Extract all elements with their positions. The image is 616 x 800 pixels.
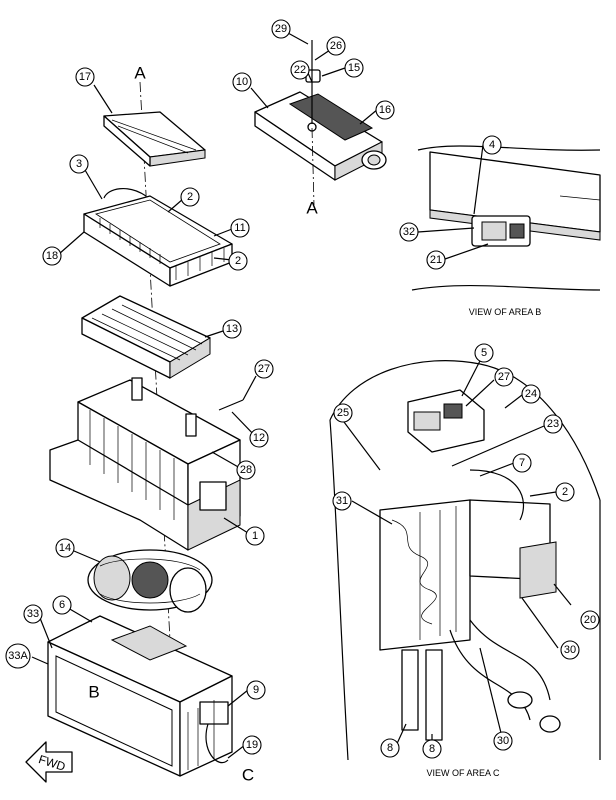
callout-27-area-c: 27 [494,367,514,387]
callout-8-right: 8 [422,739,442,759]
callout-15: 15 [344,58,364,78]
callout-29: 29 [271,19,291,39]
svg-text:30: 30 [497,735,509,747]
svg-text:32: 32 [403,226,415,238]
caption-view-of-area-c: VIEW OF AREA C [426,768,500,778]
callout-4: 4 [482,135,502,155]
callout-25: 25 [333,403,353,423]
svg-text:19: 19 [246,739,258,751]
svg-text:15: 15 [348,62,360,74]
part-10-upper-housing [254,91,387,181]
svg-text:12: 12 [253,432,265,444]
part-18-filter-frame [83,188,233,287]
svg-text:23: 23 [547,418,559,430]
svg-text:4: 4 [489,139,495,151]
callout-23: 23 [543,414,563,434]
svg-text:27: 27 [258,363,270,375]
callout-21: 21 [426,250,446,270]
callout-26: 26 [326,36,346,56]
svg-text:33A: 33A [8,650,28,662]
section-letter-a-bottom: A [306,199,318,218]
callout-1: 1 [245,526,265,546]
part-13-cartridge [81,295,211,379]
svg-text:8: 8 [429,743,435,755]
svg-text:5: 5 [481,347,487,359]
part-6-lower-housing [47,615,233,777]
svg-text:8: 8 [387,742,393,754]
part-17-filter [103,111,206,167]
callout-17: 17 [75,67,95,87]
svg-text:2: 2 [235,255,241,267]
area-c-detail [329,360,601,761]
svg-text:13: 13 [226,323,238,335]
callout-33: 33 [23,604,43,624]
callout-20: 20 [580,610,600,630]
svg-text:28: 28 [240,464,252,476]
part-14-blower [87,549,213,613]
callout-8-left: 8 [380,738,400,758]
svg-text:6: 6 [59,599,65,611]
caption-view-of-area-b: VIEW OF AREA B [469,307,542,317]
svg-text:18: 18 [46,250,58,262]
callout-13: 13 [222,319,242,339]
svg-text:1: 1 [252,530,258,542]
section-letter-b: B [88,683,99,702]
svg-text:2: 2 [187,191,193,203]
svg-text:2: 2 [562,486,568,498]
area-b-detail [411,145,601,291]
callout-14: 14 [55,538,75,558]
callout-12: 12 [249,428,269,448]
svg-text:21: 21 [430,254,442,266]
svg-text:3: 3 [76,158,82,170]
callout-18: 18 [42,246,62,266]
svg-text:9: 9 [253,684,259,696]
svg-text:17: 17 [79,71,91,83]
part-1-main-housing [49,377,241,551]
svg-text:11: 11 [234,222,245,234]
svg-text:7: 7 [519,457,525,469]
svg-text:10: 10 [236,76,248,88]
callout-11: 11 [230,218,250,238]
callout-33a: 33A [5,643,31,669]
svg-text:16: 16 [379,104,391,116]
svg-text:30: 30 [564,644,576,656]
svg-text:22: 22 [294,64,306,76]
callout-6: 6 [52,595,72,615]
svg-text:24: 24 [525,388,537,400]
section-letter-a-top: A [134,64,146,83]
callout-19: 19 [242,735,262,755]
callout-28: 28 [236,460,256,480]
callout-2-area-c: 2 [555,482,575,502]
callout-2-frame-top: 2 [180,187,200,207]
svg-text:20: 20 [584,614,596,626]
fwd-direction-arrow: FWD [25,741,73,783]
svg-text:31: 31 [336,495,348,507]
svg-text:14: 14 [59,542,71,554]
callout-32: 32 [399,222,419,242]
leader-lines [31,32,572,759]
section-letter-c: C [242,766,254,785]
callout-9: 9 [246,680,266,700]
callout-24: 24 [521,384,541,404]
svg-text:29: 29 [275,23,287,35]
svg-text:33: 33 [27,608,39,620]
callout-3: 3 [69,154,89,174]
svg-text:25: 25 [337,407,349,419]
callout-16: 16 [375,100,395,120]
callout-30-right: 30 [560,640,580,660]
svg-text:26: 26 [330,40,342,52]
callout-27-housing: 27 [254,359,274,379]
callout-2-frame-side: 2 [228,251,248,271]
callout-5: 5 [474,343,494,363]
callout-22: 22 [290,60,310,80]
svg-text:27: 27 [498,371,510,383]
callout-10: 10 [232,72,252,92]
callout-30-bottom: 30 [493,731,513,751]
callout-31: 31 [332,491,352,511]
callout-7: 7 [512,453,532,473]
